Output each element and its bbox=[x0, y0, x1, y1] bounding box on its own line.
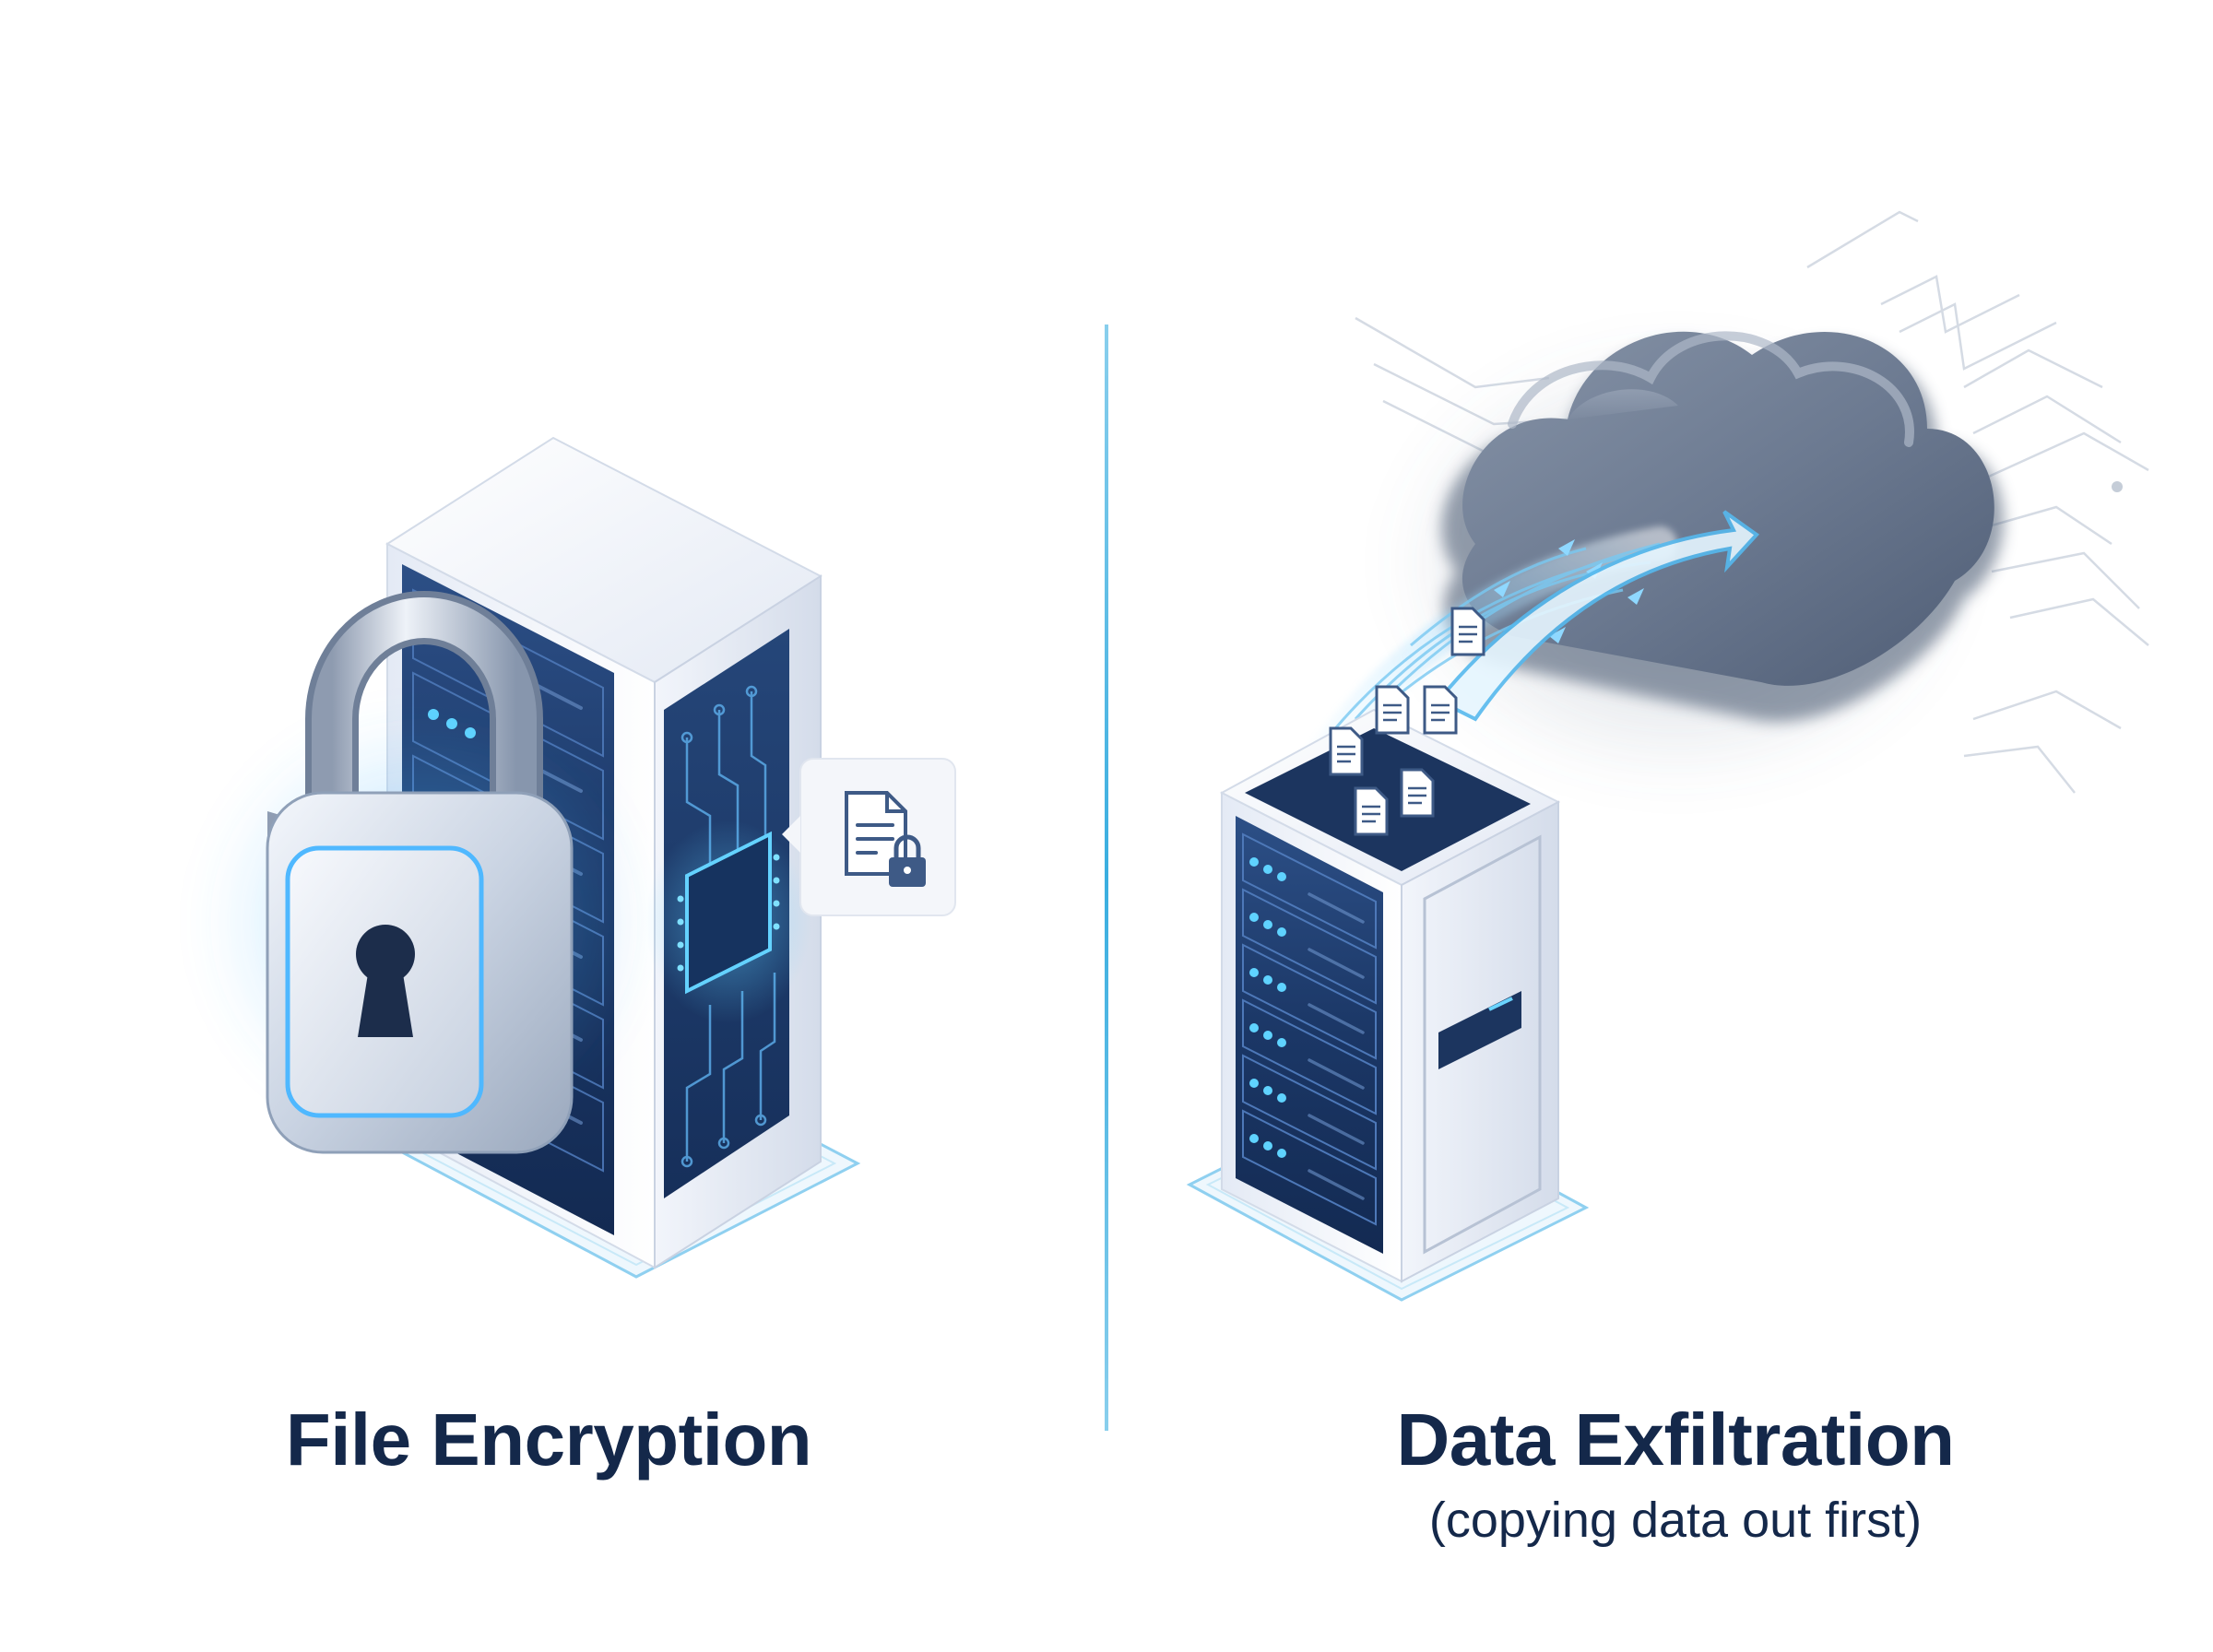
drive-bays bbox=[1242, 832, 1377, 1226]
padlock-icon bbox=[203, 591, 645, 1154]
data-exfiltration-title: Data Exfiltration bbox=[1396, 1398, 1955, 1481]
data-exfiltration-subtitle: (copying data out first) bbox=[1428, 1493, 1923, 1548]
upload-arrow-icon bbox=[1435, 510, 1759, 722]
file-encryption-title: File Encryption bbox=[285, 1398, 812, 1481]
status-leds bbox=[1249, 857, 1286, 1158]
document-icon bbox=[1329, 607, 1485, 836]
server-rack-icon bbox=[1219, 708, 1561, 1283]
locked-document-icon bbox=[782, 758, 956, 916]
center-divider bbox=[1105, 324, 1108, 1431]
data-exfiltration-illustration bbox=[1186, 210, 2149, 1302]
processor-chip bbox=[685, 831, 772, 995]
file-encryption-illustration bbox=[203, 436, 956, 1279]
cloud-icon bbox=[1383, 331, 2004, 793]
